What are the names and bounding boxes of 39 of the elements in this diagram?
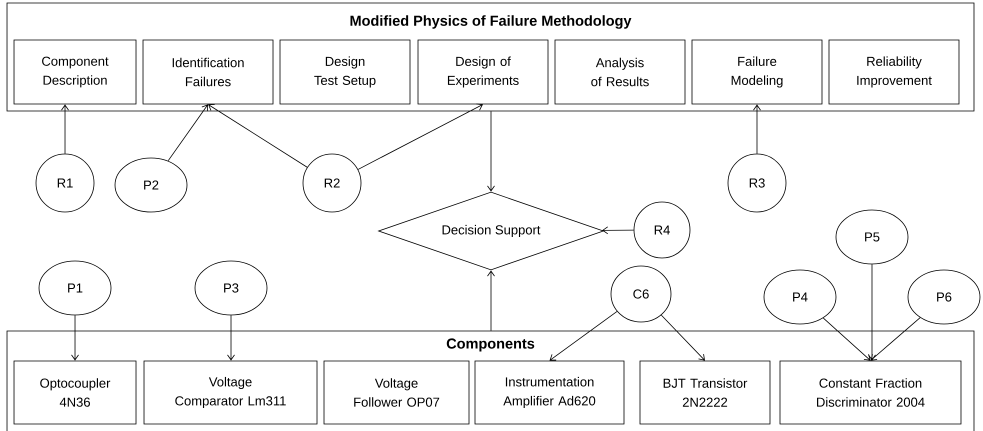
arrow — [358, 104, 483, 170]
step-box: Design Test Setup — [280, 40, 410, 104]
ellipse-node: P1 — [38, 260, 112, 316]
ellipse-node: P4 — [764, 270, 836, 324]
arrow — [868, 264, 876, 361]
arrow — [208, 104, 308, 168]
ellipse-node: P5 — [836, 210, 908, 264]
step-box: Failure Modeling — [692, 40, 822, 104]
step-box: Optocoupler 4N36 — [14, 360, 136, 424]
arrow — [168, 104, 208, 162]
arrow — [550, 311, 618, 361]
circle-node: R2 — [302, 154, 362, 212]
arrow — [602, 226, 634, 234]
arrow — [487, 270, 495, 331]
ellipse-node: C6 — [610, 266, 672, 322]
arrow — [870, 317, 920, 361]
arrow — [71, 315, 79, 361]
arrow — [660, 314, 705, 361]
step-box: Component Description — [14, 40, 136, 104]
step-box: BJT Transistor 2N2222 — [640, 360, 770, 424]
circle-node: R3 — [728, 154, 786, 212]
arrow — [822, 318, 870, 361]
step-box: Identification Failures — [142, 40, 274, 104]
arrow — [753, 104, 761, 154]
step-box: Voltage Follower OP07 — [324, 360, 470, 424]
step-box: Instrumentation Amplifier Ad620 — [474, 360, 624, 424]
step-box: Analysis of Results — [554, 40, 686, 104]
circle-node: R4 — [634, 202, 690, 258]
arrow — [227, 315, 235, 361]
ellipse-node: P2 — [114, 158, 188, 212]
arrow — [487, 111, 495, 192]
arrow — [61, 104, 69, 154]
circle-node: R1 — [36, 154, 94, 212]
ellipse-node: P3 — [194, 260, 268, 316]
step-box: Reliability Improvement — [828, 40, 960, 104]
step-box: Design of Experiments — [418, 40, 548, 104]
step-box: Voltage Comparator Lm311 — [144, 360, 318, 424]
step-box: Constant Fraction Discriminator 2004 — [780, 360, 962, 424]
ellipse-node: P6 — [908, 270, 980, 324]
